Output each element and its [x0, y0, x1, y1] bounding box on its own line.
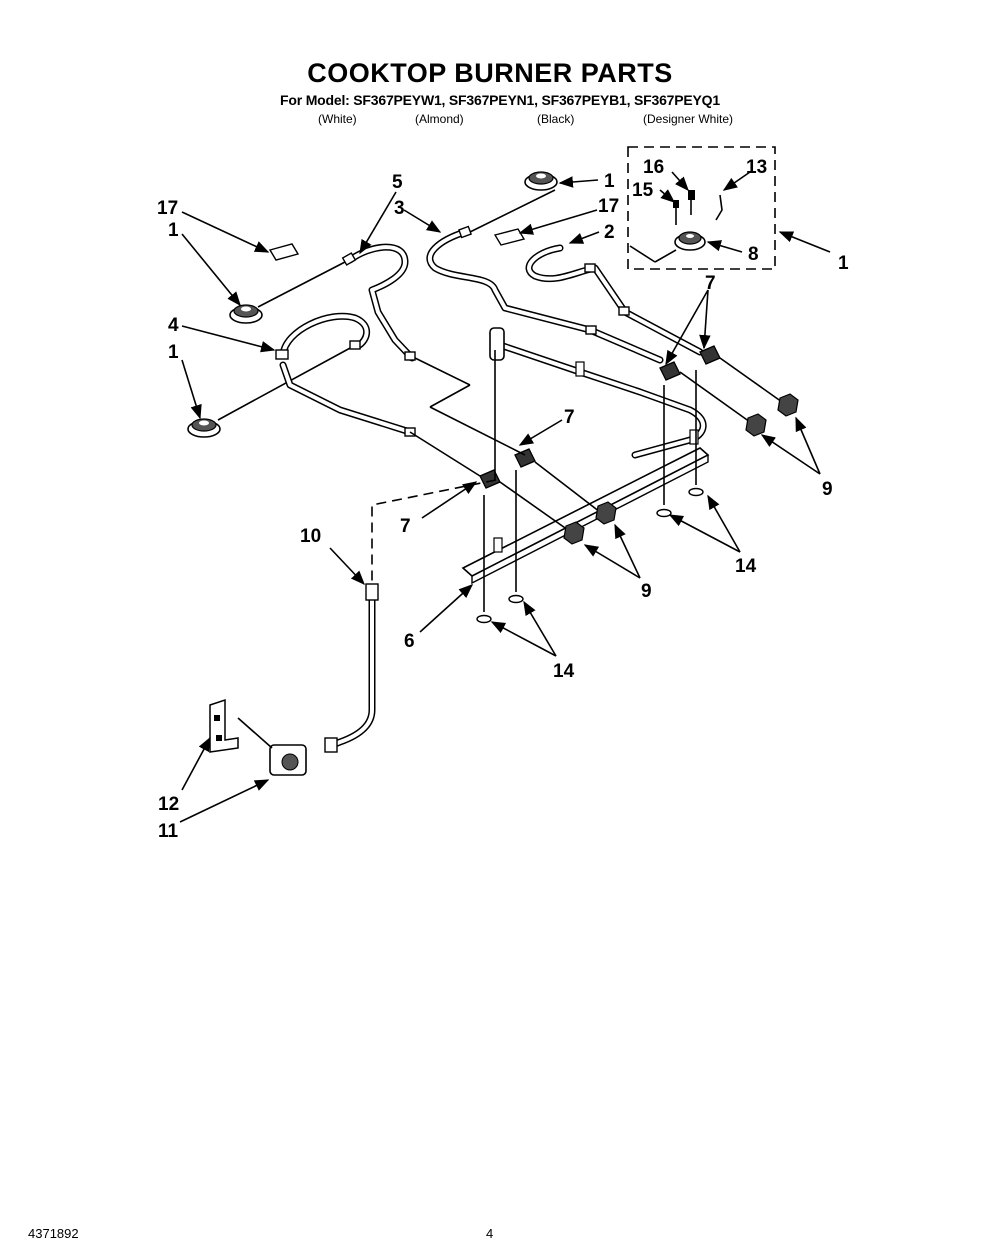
callout-14-right: 14	[735, 556, 757, 577]
burner-valves	[479, 345, 721, 489]
callout-10: 10	[300, 526, 321, 547]
callout-9-center: 9	[641, 581, 652, 602]
callout-1-left-lower: 1	[168, 342, 179, 363]
burner-cap-left-lower	[187, 418, 221, 438]
callout-12: 12	[158, 794, 179, 815]
callout-9-right: 9	[822, 479, 833, 500]
color-almond: (Almond)	[415, 112, 464, 126]
control-knobs	[563, 393, 799, 545]
color-white: (White)	[318, 112, 357, 126]
bracket-17	[268, 228, 526, 261]
callout-4: 4	[168, 315, 179, 336]
callout-5: 5	[392, 172, 403, 193]
callout-2: 2	[604, 222, 615, 243]
manifold-panel-6	[461, 429, 710, 585]
callout-7-left: 7	[400, 516, 411, 537]
burner-tubes	[279, 228, 704, 750]
electrode-13	[715, 194, 723, 221]
regulator-bracket-12	[209, 698, 239, 753]
color-black: (Black)	[537, 112, 575, 126]
page-title: COOKTOP BURNER PARTS	[307, 58, 673, 88]
callout-6: 6	[404, 631, 415, 652]
page-number: 4	[486, 1226, 494, 1241]
callout-1-top: 1	[604, 171, 615, 192]
callout-16: 16	[643, 157, 664, 178]
callout-11: 11	[158, 821, 179, 842]
callout-3: 3	[394, 198, 405, 219]
callout-numbers: 1 1 1 1 1 2 3 4 5 6 7 7 7 8 9 9 10 11 12…	[157, 157, 849, 842]
leader-lines	[179, 171, 831, 823]
screw-16	[688, 190, 695, 215]
color-designer-white: (Designer White)	[643, 112, 734, 126]
screw-15	[673, 200, 679, 225]
sealed-burner-8	[674, 231, 706, 251]
callout-1-right: 1	[838, 253, 849, 274]
manifold	[489, 327, 707, 459]
burner-cap-top	[524, 171, 558, 191]
callout-14-center: 14	[553, 661, 575, 682]
screws-14	[476, 487, 704, 624]
model-list: For Model: SF367PEYW1, SF367PEYN1, SF367…	[280, 92, 720, 108]
callout-7-center: 7	[564, 407, 575, 428]
callout-8: 8	[748, 244, 759, 265]
callout-7-right: 7	[705, 273, 716, 294]
callout-15: 15	[632, 180, 654, 201]
burner-cap-left-upper	[229, 304, 263, 324]
callout-13: 13	[746, 157, 767, 178]
pressure-regulator-11	[269, 737, 338, 776]
callout-17-center: 17	[598, 196, 619, 217]
callout-17-left: 17	[157, 198, 178, 219]
document-number: 4371892	[28, 1226, 79, 1241]
callout-1-left-upper: 1	[168, 220, 179, 241]
sealed-burner-detail-box	[627, 146, 776, 270]
